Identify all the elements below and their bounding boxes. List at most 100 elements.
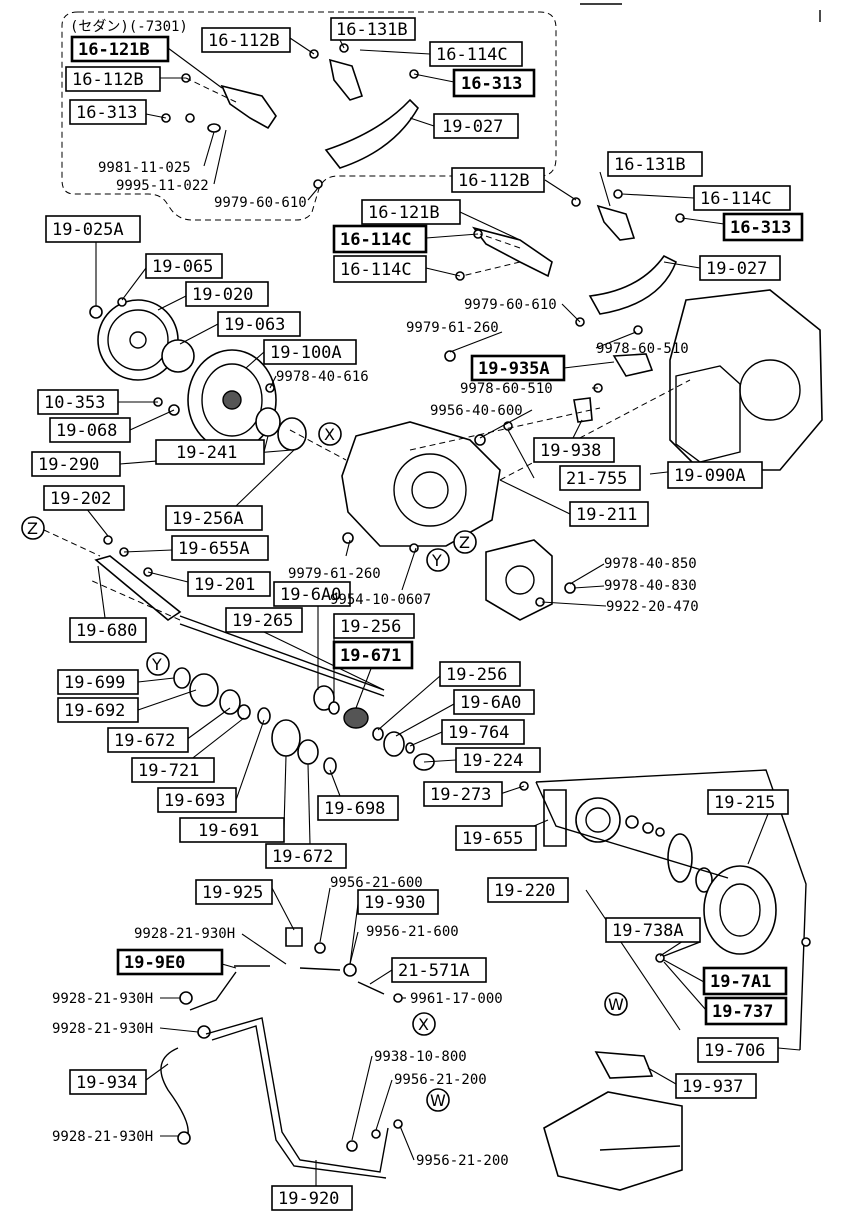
clamp-b xyxy=(197,1025,211,1039)
ref-9956-21-200-a: 9956-21-200 xyxy=(394,1072,487,1088)
ref-9979-60-610-b: 9979-60-610 xyxy=(464,297,557,313)
label-box-10-353 xyxy=(37,389,119,415)
case-bore xyxy=(393,453,467,527)
bolt-dash-2 xyxy=(479,233,521,249)
label-box-19-693 xyxy=(157,787,237,813)
label-box-19-655 xyxy=(455,825,537,851)
marker-x-2-letter: X xyxy=(418,1015,429,1034)
label-19-025A: 19-025A xyxy=(52,220,124,240)
ref-9979-61-260-a: 9979-61-260 xyxy=(406,320,499,336)
label-19-934: 19-934 xyxy=(76,1073,137,1093)
hose-b xyxy=(160,1047,189,1135)
label-19-937: 19-937 xyxy=(682,1077,743,1097)
label-19-027-b: 19-027 xyxy=(706,259,767,279)
label-box-19-290 xyxy=(31,451,121,477)
bolt-b8 xyxy=(444,350,456,362)
ref-9928-21-930H-c: 9928-21-930H xyxy=(52,1021,153,1037)
diff-frame xyxy=(535,769,807,1051)
bolt-d3 xyxy=(409,543,419,553)
label-19-655: 19-655 xyxy=(462,829,523,849)
label-box-19-925 xyxy=(195,879,273,905)
ref-9978-60-510-a: 9978-60-510 xyxy=(596,341,689,357)
label-box-19-220 xyxy=(487,877,569,903)
label-box-19-025A xyxy=(45,215,141,243)
label-16-121B-a: 16-121B xyxy=(78,40,150,60)
label-19-020: 19-020 xyxy=(192,285,253,305)
marker-y-2-letter: Y xyxy=(151,655,162,674)
ref-9978-40-850: 9978-40-850 xyxy=(604,556,697,572)
radiator-seam xyxy=(599,1145,681,1151)
label-19-027-a: 19-027 xyxy=(442,117,503,137)
assembly-pan xyxy=(675,365,741,463)
label-box-16-313-a xyxy=(452,68,536,98)
speedometer-driven-gear xyxy=(543,789,567,847)
label-19-7A1: 19-7A1 xyxy=(710,972,771,992)
label-10-353: 10-353 xyxy=(44,393,105,413)
label-19-672-a: 19-672 xyxy=(114,731,175,751)
drive-plate xyxy=(97,299,179,381)
label-box-19-672-b xyxy=(265,843,347,869)
diff-bearing xyxy=(695,867,713,893)
label-box-19-068 xyxy=(49,417,131,443)
bolt-b2 xyxy=(613,189,623,199)
label-16-114C-d: 16-114C xyxy=(340,260,412,280)
label-19-699: 19-699 xyxy=(64,673,125,693)
label-19-737: 19-737 xyxy=(712,1002,773,1022)
race-a xyxy=(328,701,340,715)
label-box-19-706 xyxy=(697,1037,779,1063)
label-box-19-020 xyxy=(185,281,269,307)
plug-g xyxy=(103,535,113,545)
race-c xyxy=(237,704,251,720)
union-b xyxy=(343,963,357,977)
marker-x-1-letter: X xyxy=(324,425,335,444)
marker-w-2-letter: W xyxy=(430,1091,446,1110)
ball-c xyxy=(393,993,403,1003)
idle-shaft-b xyxy=(179,623,385,697)
label-19-100A: 19-100A xyxy=(270,343,342,363)
ref-9956-21-200-b: 9956-21-200 xyxy=(416,1153,509,1169)
marker-z-1 xyxy=(453,530,477,554)
label-box-19-256-a xyxy=(333,613,415,639)
label-19-691: 19-691 xyxy=(198,821,259,841)
label-16-313-c: 16-313 xyxy=(730,218,791,238)
torque-converter-hub xyxy=(222,390,242,410)
bracket-e xyxy=(612,353,654,377)
label-19-680: 19-680 xyxy=(76,621,137,641)
label-16-112B-c: 16-112B xyxy=(458,171,530,191)
pipe-bolt-a xyxy=(285,927,303,947)
bolt-f1 xyxy=(564,582,576,594)
ref-9956-21-600-a: 9956-21-600 xyxy=(330,875,423,891)
label-box-19-6A0-b xyxy=(453,689,535,715)
label-box-19-680 xyxy=(69,617,147,643)
label-box-19-256-b xyxy=(439,661,521,687)
bearing-cap-b xyxy=(588,254,678,315)
ref-9928-21-930H-b: 9928-21-930H xyxy=(52,991,153,1007)
label-box-19-027-a xyxy=(433,113,519,139)
bracket-g xyxy=(594,1051,654,1079)
label-box-16-114C-b xyxy=(693,185,791,211)
bracket-f xyxy=(573,397,593,423)
diff-washer-a xyxy=(625,815,639,829)
marker-z-2 xyxy=(21,516,45,540)
seal-ring-b xyxy=(173,667,191,689)
label-box-16-121B-b xyxy=(361,199,461,225)
label-19-290: 19-290 xyxy=(38,455,99,475)
label-19-6A0-a: 19-6A0 xyxy=(280,585,341,605)
label-box-16-313-b xyxy=(69,99,147,125)
label-box-19-692 xyxy=(57,697,139,723)
marker-w-2 xyxy=(426,1088,450,1112)
label-19-063: 19-063 xyxy=(224,315,285,335)
label-box-19-737 xyxy=(704,996,788,1026)
plate-adapter xyxy=(161,339,195,373)
label-box-16-114C-d xyxy=(333,255,427,283)
side-cover xyxy=(485,539,553,621)
marker-w-1 xyxy=(604,992,628,1016)
label-16-114C-c: 16-114C xyxy=(340,230,412,250)
ref-9956-21-600-b: 9956-21-600 xyxy=(366,924,459,940)
label-19-920: 19-920 xyxy=(278,1189,339,1209)
bolt-d2 xyxy=(342,532,354,544)
clamp-c xyxy=(177,1131,191,1145)
label-box-19-273 xyxy=(423,781,503,807)
label-box-19-100A xyxy=(263,339,357,365)
